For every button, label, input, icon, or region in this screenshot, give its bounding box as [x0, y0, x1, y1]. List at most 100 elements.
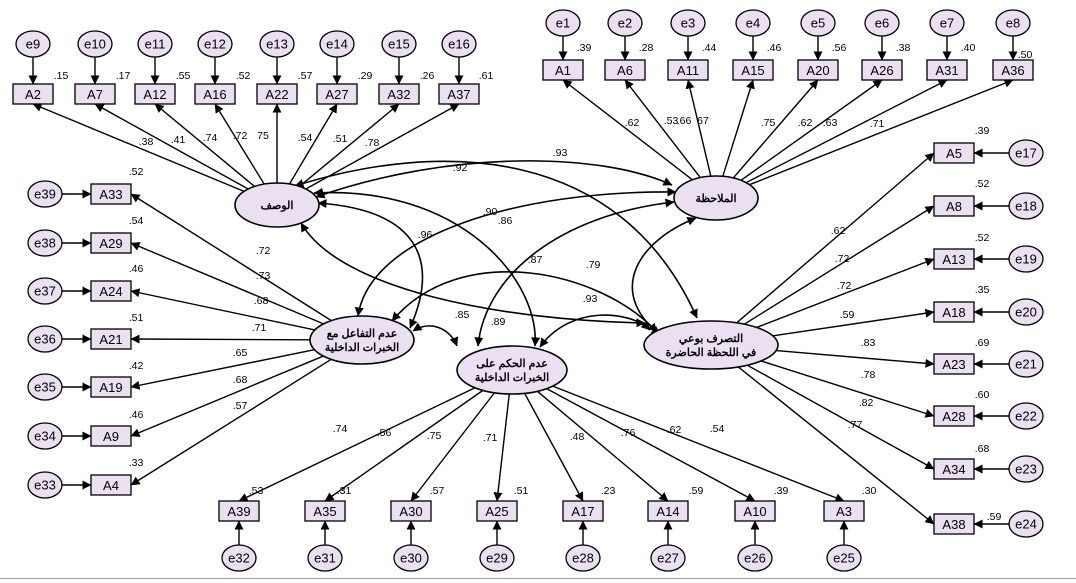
loading-value: .53: [664, 115, 679, 127]
loading-path-A3: [552, 385, 845, 503]
r-squared-value: .29: [358, 70, 373, 82]
r-squared-value: .57: [430, 485, 445, 497]
error-label: e33: [34, 478, 56, 493]
error-label: e34: [34, 429, 56, 444]
error-label: e8: [1006, 16, 1020, 31]
indicator-box-A25: [476, 500, 518, 522]
loading-path-A7: [94, 103, 249, 190]
loading-path-A11: [685, 79, 712, 177]
error-term-e32: [221, 544, 257, 572]
indicator-label: A37: [447, 87, 470, 102]
indicator-box-A15: [732, 59, 774, 81]
r-squared-value: .39: [975, 125, 990, 137]
error-label: e18: [1015, 199, 1037, 214]
indicator-label: A17: [571, 504, 594, 519]
indicator-box-A28: [933, 405, 975, 427]
error-label: e6: [875, 16, 889, 31]
r-squared-value: .60: [975, 389, 990, 401]
r-squared-value: .59: [987, 511, 1002, 523]
indicator-box-A6: [604, 59, 646, 81]
loading-path-A31: [745, 79, 948, 184]
r-squared-value: .33: [129, 457, 144, 469]
loading-value: .72: [835, 253, 850, 265]
loading-path-A14: [536, 390, 669, 502]
error-label: e37: [34, 284, 56, 299]
error-term-e34: [27, 422, 63, 450]
indicator-label: A22: [265, 87, 288, 102]
loading-value: 67: [697, 115, 709, 127]
indicator-box-A20: [797, 59, 839, 81]
loading-value: .48: [570, 431, 585, 443]
error-term-e33: [27, 471, 63, 499]
indicator-label: A3: [836, 504, 852, 519]
indicator-box-A30: [390, 500, 432, 522]
node-layer: [12, 9, 1044, 572]
error-label: e31: [314, 551, 336, 566]
covariance-value: .90: [483, 206, 498, 218]
error-label: e35: [34, 380, 56, 395]
loading-value: .62: [831, 225, 846, 237]
loading-path-A19: [130, 348, 315, 390]
indicator-label: A25: [485, 504, 508, 519]
latent-L5: [643, 320, 779, 370]
loading-value: .56: [377, 427, 392, 439]
indicator-box-A16: [194, 83, 236, 105]
error-term-e20: [1008, 298, 1044, 326]
indicator-label: A11: [677, 63, 699, 78]
loading-path-A13: [756, 257, 935, 329]
latent-label: الوصف: [261, 200, 294, 212]
loading-path-A29: [130, 242, 324, 325]
error-term-e11: [137, 30, 173, 58]
r-squared-value: .38: [896, 42, 911, 54]
indicator-label: A24: [99, 284, 122, 299]
indicator-box-A27: [316, 83, 358, 105]
indicator-label: A28: [942, 409, 965, 424]
r-squared-value: .44: [702, 42, 717, 54]
indicator-box-A18: [933, 301, 975, 323]
indicator-label: A7: [87, 87, 103, 102]
r-squared-value: .35: [975, 284, 990, 296]
error-label: e17: [1015, 146, 1037, 161]
indicator-box-A23: [933, 353, 975, 375]
r-squared-value: .42: [129, 360, 144, 372]
error-term-e7: [929, 9, 965, 37]
error-label: e12: [204, 37, 226, 52]
error-label: e36: [34, 332, 56, 347]
covariance-value: .89: [491, 316, 506, 328]
error-term-e30: [393, 544, 429, 572]
r-squared-value: .52: [236, 70, 251, 82]
loading-value: .62: [798, 117, 813, 129]
error-label: e1: [556, 16, 570, 31]
indicator-box-A22: [256, 83, 298, 105]
error-term-e8: [995, 9, 1031, 37]
error-label: e24: [1015, 517, 1037, 532]
error-label: e2: [618, 16, 632, 31]
indicator-box-A5: [933, 142, 975, 164]
covariance-value: .93: [553, 147, 568, 159]
loading-value: .62: [625, 117, 640, 129]
error-term-e24: [1008, 510, 1044, 538]
indicator-box-A33: [90, 183, 132, 205]
indicator-box-A7: [74, 83, 116, 105]
indicator-box-A35: [304, 500, 346, 522]
loading-path-A18: [772, 308, 935, 337]
error-label: e26: [744, 551, 766, 566]
loading-value: .72: [837, 280, 852, 292]
r-squared-value: .53: [249, 485, 264, 497]
covariance-value: .93: [583, 293, 598, 305]
error-term-e16: [441, 30, 477, 58]
loading-value: .57: [233, 400, 248, 412]
error-term-e5: [800, 9, 836, 37]
r-squared-value: .55: [176, 70, 191, 82]
error-label: e20: [1015, 305, 1037, 320]
loading-value: .66: [677, 115, 692, 127]
error-term-e2: [607, 9, 643, 37]
loading-path-A28: [760, 360, 935, 418]
indicator-box-A12: [134, 83, 176, 105]
loading-path-A15: [722, 79, 755, 177]
error-term-e22: [1008, 402, 1044, 430]
loading-value: .78: [861, 369, 876, 381]
loading-value: .54: [298, 132, 313, 144]
covariance-L1-L3: [317, 199, 424, 329]
